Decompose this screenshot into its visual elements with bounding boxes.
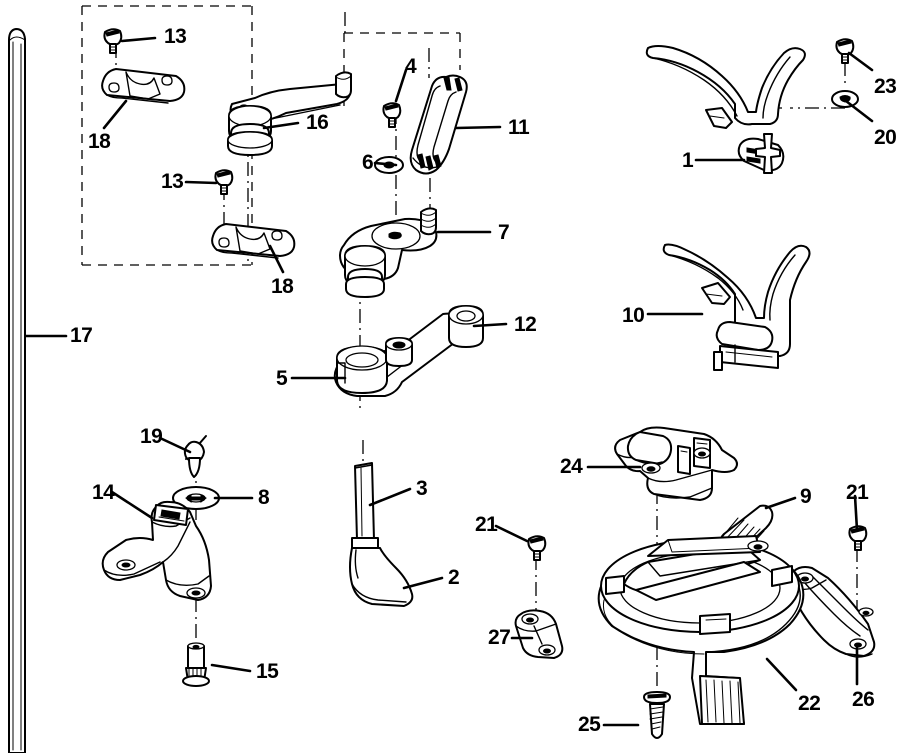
part-20-washer xyxy=(831,90,859,108)
callout-number-18: 18 xyxy=(271,275,294,298)
part-16-crank-lever xyxy=(227,71,352,156)
part-10-upper-mount-bracket xyxy=(662,243,811,371)
callout-number-3: 3 xyxy=(416,477,428,500)
callout-number-17: 17 xyxy=(70,324,93,347)
callout-number-25: 25 xyxy=(578,713,601,736)
leader-line-2 xyxy=(402,576,444,590)
leader-line-22 xyxy=(765,657,798,692)
part-12-5-connecting-arm xyxy=(333,305,484,397)
callout-number-5: 5 xyxy=(276,367,288,390)
callout-number-6: 6 xyxy=(362,151,374,174)
part-1-lower-mount-bracket xyxy=(645,45,806,174)
callout-number-9: 9 xyxy=(800,485,812,508)
callout-number-26: 26 xyxy=(852,688,875,711)
callout-number-4: 4 xyxy=(405,55,417,78)
leader-line-18 xyxy=(268,244,285,274)
part-4-screw xyxy=(382,102,402,128)
leader-line-16 xyxy=(262,121,300,130)
part-18a-clamp-half xyxy=(101,68,186,104)
leader-line-11 xyxy=(454,125,502,130)
callout-number-22: 22 xyxy=(798,692,821,715)
leader-line-9 xyxy=(764,496,797,510)
callout-number-11: 11 xyxy=(508,116,530,139)
callout-number-20: 20 xyxy=(874,126,897,149)
leader-line-13 xyxy=(120,36,157,43)
leader-line-13 xyxy=(184,180,218,185)
callout-number-14: 14 xyxy=(92,481,115,504)
part-18b-clamp-half xyxy=(211,223,296,259)
callout-number-13: 13 xyxy=(161,170,184,193)
leader-line-23 xyxy=(847,51,874,72)
callout-number-16: 16 xyxy=(306,111,329,134)
part-14-steering-bracket xyxy=(101,500,212,601)
part-15-bushing-pin xyxy=(182,642,210,687)
part-3-2-shift-rod xyxy=(349,462,414,607)
leader-line-18 xyxy=(102,99,128,130)
callout-number-1: 1 xyxy=(682,149,694,172)
callout-number-21: 21 xyxy=(846,481,869,504)
leader-line-21 xyxy=(494,524,529,543)
callout-number-23: 23 xyxy=(874,75,897,98)
leader-line-19 xyxy=(158,436,192,454)
leader-line-3 xyxy=(368,487,412,507)
callout-number-24: 24 xyxy=(560,455,583,478)
leader-line-20 xyxy=(844,99,874,123)
callout-number-15: 15 xyxy=(256,660,279,683)
part-19-cotter-pin xyxy=(183,435,207,478)
part-17-long-rod xyxy=(8,28,26,753)
callout-number-10: 10 xyxy=(622,304,645,327)
callout-number-13: 13 xyxy=(164,25,187,48)
leader-line-15 xyxy=(210,663,252,673)
callout-number-2: 2 xyxy=(448,566,460,589)
part-11-link-rod xyxy=(409,74,468,175)
callout-number-19: 19 xyxy=(140,425,163,448)
callout-number-12: 12 xyxy=(514,313,537,336)
callout-number-8: 8 xyxy=(258,486,270,509)
part-24-cam-assembly xyxy=(614,426,738,501)
leader-line-21 xyxy=(853,494,859,532)
leader-line-4 xyxy=(394,68,408,103)
part-27-link-clip xyxy=(514,609,564,659)
part-23-screw xyxy=(835,38,855,64)
callout-number-21: 21 xyxy=(475,513,498,536)
leader-line-12 xyxy=(472,322,508,328)
callout-leader-lines xyxy=(24,36,874,727)
leader-line-6 xyxy=(373,161,398,167)
part-22-swivel-ring-base xyxy=(597,535,805,725)
part-25-tapping-screw xyxy=(643,691,671,739)
part-8-washer xyxy=(172,486,220,510)
part-13a-screw xyxy=(103,28,123,54)
part-13b-screw xyxy=(214,169,234,195)
leader-line-14 xyxy=(110,490,154,520)
callout-number-18: 18 xyxy=(88,130,111,153)
callout-number-7: 7 xyxy=(498,221,510,244)
callout-number-27: 27 xyxy=(488,626,511,649)
part-21a-screw xyxy=(527,535,547,561)
part-7-pivot-block xyxy=(339,207,438,298)
